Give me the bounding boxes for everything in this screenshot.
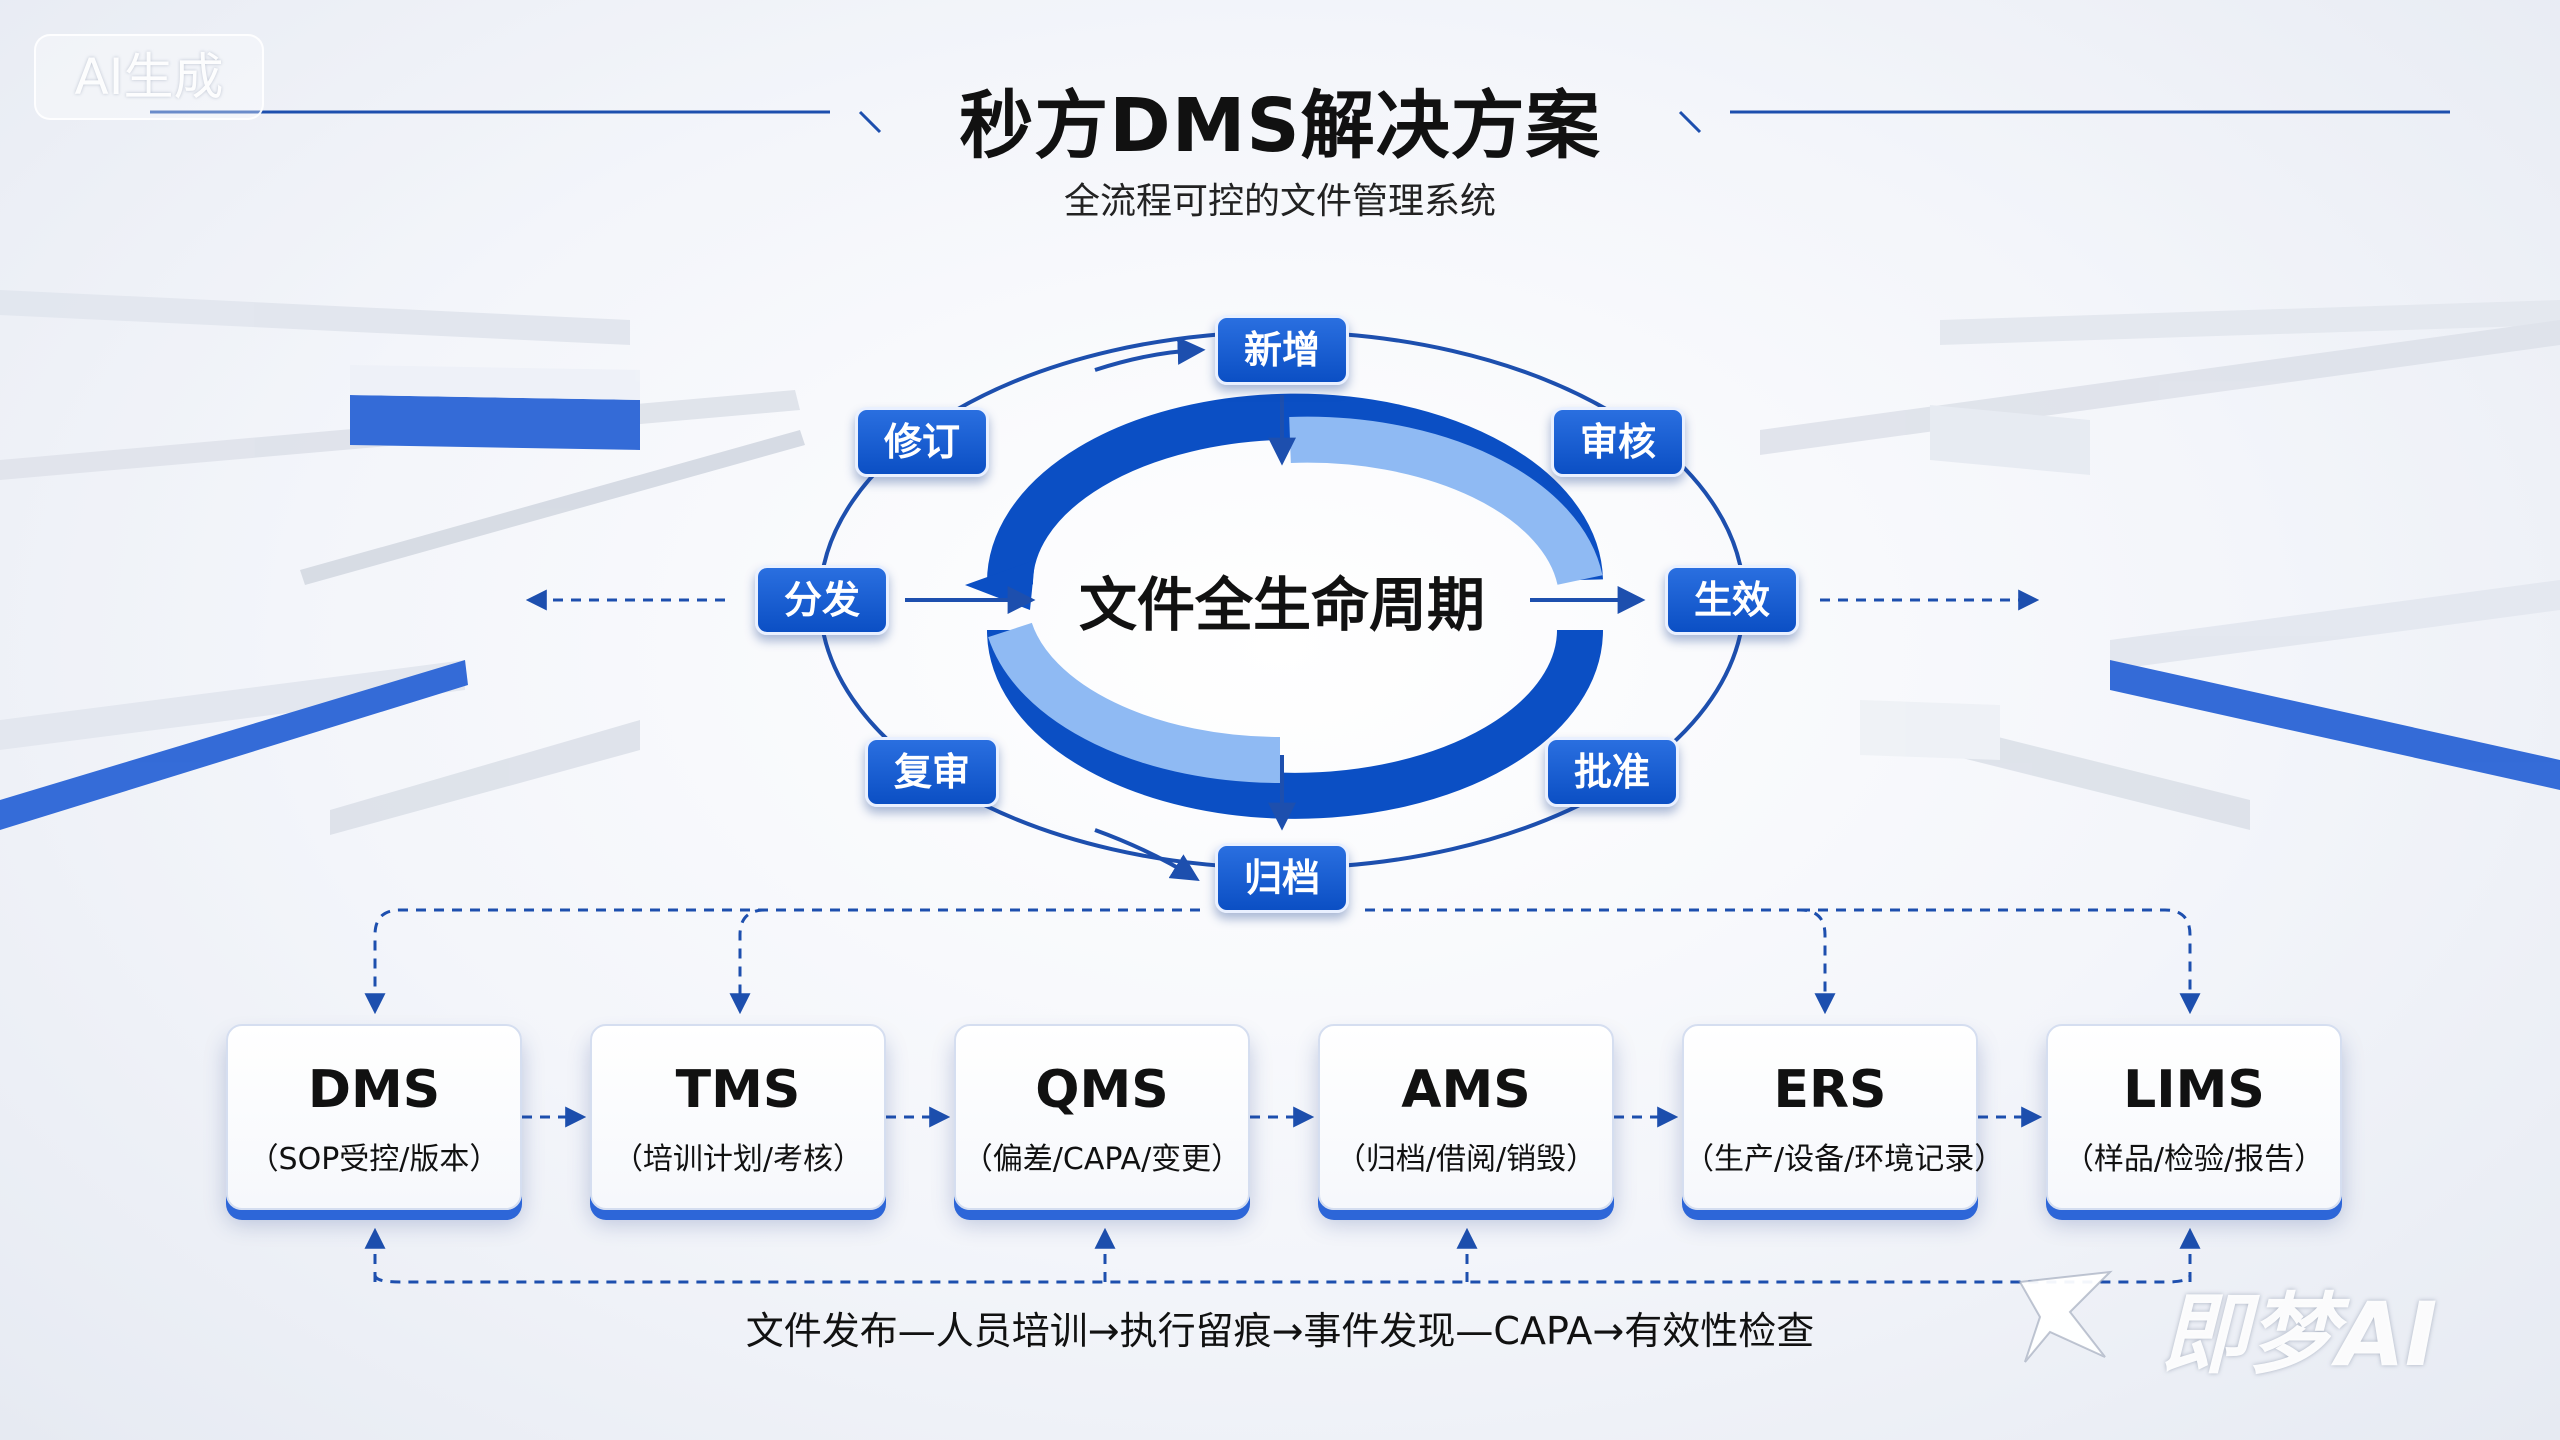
system-name: DMS xyxy=(307,1060,441,1120)
system-desc: （生产/设备/环境记录） xyxy=(1684,1142,2005,1177)
loop-arrows xyxy=(1094,336,1206,881)
jimeng-logo-text: 即梦AI xyxy=(2160,1283,2438,1386)
system-desc: （培训计划/考核） xyxy=(612,1142,864,1177)
system-desc: （SOP受控/版本） xyxy=(248,1142,500,1177)
step-revise: 修订 xyxy=(854,407,990,477)
system-box-tms: TMS （培训计划/考核） xyxy=(590,1024,886,1210)
system-links xyxy=(364,908,2201,1284)
system-name: QMS xyxy=(1035,1060,1169,1120)
system-name: LIMS xyxy=(2123,1060,2265,1120)
jimeng-logo: 即梦AI xyxy=(2010,1262,2530,1392)
system-box-ams: AMS （归档/借阅/销毁） xyxy=(1318,1024,1614,1210)
step-review: 审核 xyxy=(1550,407,1686,477)
process-flow-text: 文件发布—人员培训→执行留痕→事件发现—CAPA→有效性检查 xyxy=(745,1309,1815,1353)
decor-right xyxy=(1760,300,2560,830)
system-name: AMS xyxy=(1401,1060,1531,1120)
system-box-dms: DMS （SOP受控/版本） xyxy=(226,1024,522,1210)
step-distribute: 分发 xyxy=(754,565,890,635)
title-lines xyxy=(150,110,2450,134)
central-ring xyxy=(965,393,1603,819)
step-archive: 归档 xyxy=(1214,843,1350,913)
ai-generated-watermark: AI生成 xyxy=(34,34,264,120)
step-add: 新增 xyxy=(1214,315,1350,385)
step-effective: 生效 xyxy=(1664,565,1800,635)
page-title: 秒方DMS解决方案 xyxy=(959,83,1601,169)
system-desc: （偏差/CAPA/变更） xyxy=(962,1142,1242,1177)
step-approve: 批准 xyxy=(1544,737,1680,807)
system-name: TMS xyxy=(675,1060,801,1120)
connector-arrows xyxy=(905,395,1646,831)
system-name: ERS xyxy=(1773,1060,1887,1120)
system-desc: （样品/检验/报告） xyxy=(2063,1142,2325,1177)
step-re-review: 复审 xyxy=(864,737,1000,807)
system-box-qms: QMS （偏差/CAPA/变更） xyxy=(954,1024,1250,1210)
decor-left xyxy=(0,290,805,835)
lifecycle-center-label: 文件全生命周期 xyxy=(1078,571,1486,639)
system-box-ers: ERS （生产/设备/环境记录） xyxy=(1682,1024,2005,1210)
system-box-lims: LIMS （样品/检验/报告） xyxy=(2046,1024,2342,1210)
page-subtitle: 全流程可控的文件管理系统 xyxy=(1063,181,1496,222)
jimeng-logo-icon xyxy=(2010,1262,2120,1393)
system-desc: （归档/借阅/销毁） xyxy=(1335,1142,1597,1177)
